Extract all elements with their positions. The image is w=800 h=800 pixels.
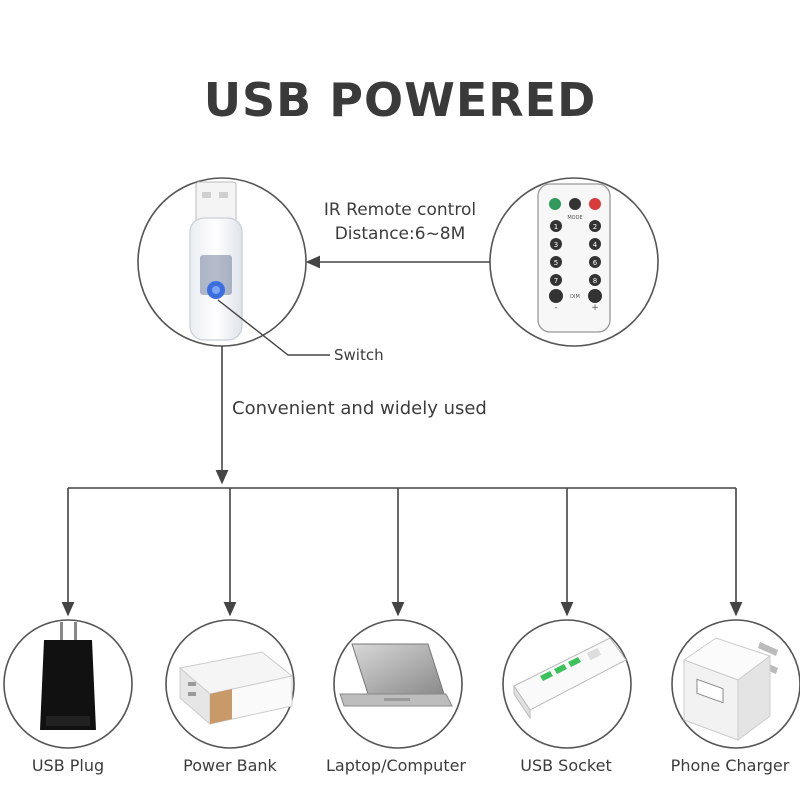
- usb-controller-icon: [189, 181, 243, 341]
- phone-charger-label: Phone Charger: [670, 756, 790, 775]
- remote-key-3: 3: [554, 241, 558, 249]
- power-bank-icon: [178, 651, 294, 726]
- device-phone-charger: [671, 619, 800, 749]
- device-usb-socket: [502, 619, 632, 749]
- device-power-bank: [165, 619, 295, 749]
- remote-circle: MODE 1 2 3 4 5 6 7 8 DIM - +: [489, 177, 659, 347]
- ir-remote-label: IR Remote control Distance:6~8M: [300, 198, 500, 246]
- ir-remote-label-line1: IR Remote control: [323, 200, 477, 220]
- device-laptop: [333, 619, 463, 749]
- remote-key-2: 2: [593, 223, 597, 231]
- usage-label: Convenient and widely used: [232, 398, 487, 419]
- remote-key-6: 6: [593, 259, 598, 267]
- usb-socket-icon: [513, 637, 627, 720]
- remote-key-1: 1: [554, 223, 558, 231]
- ir-remote-icon: MODE 1 2 3 4 5 6 7 8 DIM - +: [537, 183, 611, 333]
- usb-controller-circle: [137, 177, 307, 347]
- switch-label: Switch: [334, 346, 384, 364]
- phone-charger-icon: [682, 637, 778, 741]
- remote-plus-label: +: [591, 303, 599, 313]
- device-arrows: [61, 488, 743, 617]
- usb-plug-label: USB Plug: [31, 756, 105, 775]
- device-usb-plug: [3, 619, 133, 749]
- usb-socket-label: USB Socket: [520, 756, 612, 775]
- usb-plug-icon: [40, 622, 96, 730]
- ir-remote-label-line2: Distance:6~8M: [334, 224, 466, 244]
- remote-dim-label: DIM: [570, 294, 580, 300]
- remote-key-7: 7: [554, 277, 558, 285]
- power-bank-label: Power Bank: [183, 756, 277, 775]
- laptop-label: Laptop/Computer: [325, 756, 467, 775]
- remote-key-4: 4: [593, 241, 598, 249]
- switch-pointer-line: [217, 299, 330, 356]
- remote-mode-label: MODE: [567, 215, 582, 221]
- remote-minus-label: -: [554, 303, 557, 313]
- remote-key-8: 8: [593, 277, 597, 285]
- remote-key-5: 5: [554, 259, 558, 267]
- page-title: USB POWERED: [203, 73, 597, 127]
- laptop-icon: [339, 643, 453, 707]
